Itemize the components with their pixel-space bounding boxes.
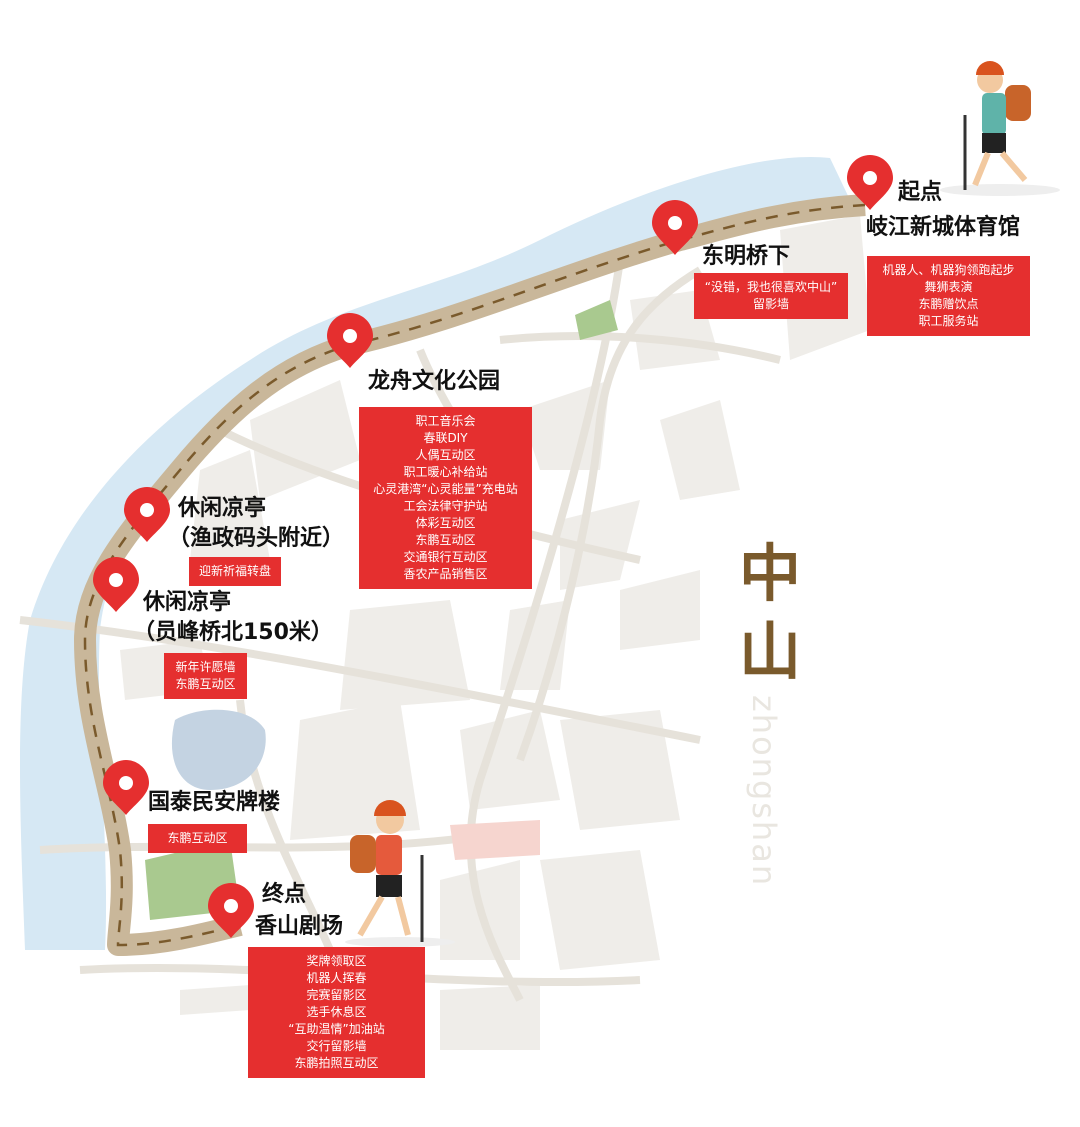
lake [171,709,266,790]
hiker-illustration-bottom [345,800,455,947]
map-pin-icon-start[interactable] [847,155,893,210]
city-name: 中 山 [735,535,805,691]
activity-item: 体彩互动区 [415,516,476,530]
stop-pavilion1-box: 迎新祈福转盘 [189,557,281,586]
activity-item: 东鹏互动区 [167,831,228,845]
activity-item: 职工暖心补给站 [403,465,488,479]
activity-item: 人偶互动区 [415,448,476,462]
activity-item: 心灵港湾“心灵能量”充电站 [373,482,518,496]
activity-item: 春联DIY [423,431,468,445]
activity-item: “互助温情”加油站 [288,1022,385,1036]
city-pinyin: zhongshan [745,695,783,888]
stop-finish-label: 终点 [262,882,307,907]
map-pin-icon-longzhou[interactable] [327,313,373,368]
activity-item: 工会法律守护站 [403,499,488,513]
stop-finish-box: 奖牌领取区机器人挥春完赛留影区选手休息区 “互助温情”加油站交行留影墙东鹏拍照互动… [248,947,425,1078]
city-char-2: 山 [738,615,801,688]
stop-dongming-box: “没错，我也很喜欢中山” 留影墙 [694,273,848,319]
map-pin-icon-dongming[interactable] [652,200,698,255]
stop-guotai-box: 东鹏互动区 [148,824,247,853]
stop-start-name: 岐江新城体育馆 [866,215,1021,240]
stop-start-box: 机器人、机器狗领跑起步舞狮表演东鹏赠饮点职工服务站 [867,256,1030,336]
activity-item: 选手休息区 [306,1005,367,1019]
stop-pavilion2-name: 休闲凉亭 [143,590,232,615]
activity-item: 奖牌领取区 [306,954,367,968]
activity-item: 迎新祈福转盘 [198,564,271,578]
activity-item: “没错，我也很喜欢中山” [704,280,838,294]
activity-item: 机器人挥春 [306,971,367,985]
stop-pavilion1-note: （渔政码头附近） [168,526,345,551]
stop-start-label: 起点 [898,180,943,205]
activity-item: 机器人、机器狗领跑起步 [882,263,1015,277]
building-pink [450,820,540,860]
activity-item: 新年许愿墙 [175,660,236,674]
map-pin-icon-finish[interactable] [208,883,254,938]
activity-item: 职工服务站 [918,314,979,328]
stop-finish-name: 香山剧场 [255,914,344,939]
stop-pavilion2-note: （员峰桥北150米） [133,620,333,645]
activity-item: 东鹏互动区 [175,677,236,691]
activity-item: 香农产品销售区 [403,567,488,581]
map-pin-icon-guotai[interactable] [103,760,149,815]
activity-item: 东鹏互动区 [415,533,476,547]
activity-item: 完赛留影区 [306,988,367,1002]
city-char-1: 中 [738,537,801,610]
activity-item: 交行留影墙 [306,1039,367,1053]
activity-item: 交通银行互动区 [403,550,488,564]
stop-longzhou-name: 龙舟文化公园 [368,369,501,394]
roads [19,259,781,1002]
stop-guotai-name: 国泰民安牌楼 [148,790,281,815]
park [575,300,618,340]
activity-item: 东鹏赠饮点 [918,297,979,311]
activity-item: 东鹏拍照互动区 [294,1056,379,1070]
stop-pavilion1-name: 休闲凉亭 [178,496,267,521]
activity-item: 职工音乐会 [415,414,476,428]
stop-dongming-name: 东明桥下 [702,244,791,269]
map-pin-icon-pavilion2[interactable] [93,557,139,612]
activity-item: 留影墙 [752,297,789,311]
hiker-illustration-top [940,61,1060,196]
map-pin-icon-pavilion1[interactable] [124,487,170,542]
stop-pavilion2-box: 新年许愿墙东鹏互动区 [164,653,247,699]
stop-longzhou-box: 职工音乐会春联DIY 人偶互动区职工暖心补给站心灵港湾“心灵能量”充电站工会法律守… [359,407,532,589]
activity-item: 舞狮表演 [924,280,973,294]
